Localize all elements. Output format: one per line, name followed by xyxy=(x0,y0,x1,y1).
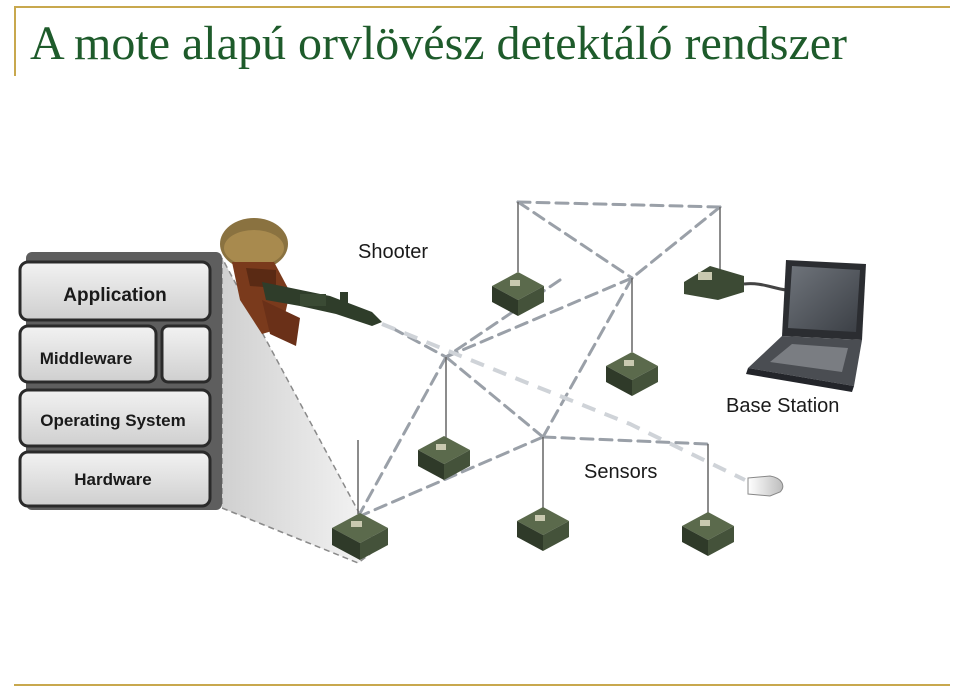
shooter-label: Shooter xyxy=(358,241,428,263)
layer-middleware-label: Middleware xyxy=(40,349,133,368)
laptop-icon xyxy=(746,260,866,392)
title-accent-rule xyxy=(14,6,16,76)
top-rule xyxy=(14,6,950,8)
layer-operating-system-label: Operating System xyxy=(40,411,186,430)
layer-middleware: Middleware xyxy=(18,324,212,384)
bullet-icon xyxy=(747,475,784,497)
base-station-mote xyxy=(684,266,787,300)
layer-application-label: Application xyxy=(63,285,166,306)
sensor-mote-4 xyxy=(517,507,569,551)
bullet-trajectory xyxy=(381,322,746,482)
sensors-label: Sensors xyxy=(584,461,657,483)
sensor-mote-5 xyxy=(682,512,734,556)
layer-application: Application xyxy=(18,260,212,322)
sensor-mote-1 xyxy=(492,272,544,316)
layer-hardware: Hardware xyxy=(18,450,212,508)
zoom-wedge xyxy=(221,257,379,564)
sensor-mote-3 xyxy=(418,436,470,480)
slide-title: A mote alapú orvlövész detektáló rendsze… xyxy=(30,17,848,70)
layer-stack: Application Middleware Operating System … xyxy=(18,252,222,510)
sensor-mote-2 xyxy=(606,352,658,396)
sensor-mote-zoomed xyxy=(332,513,388,560)
bottom-rule xyxy=(14,684,950,686)
base-station-label: Base Station xyxy=(726,395,839,417)
layer-operating-system: Operating System xyxy=(18,388,212,448)
shooter-icon xyxy=(220,218,382,346)
antennas xyxy=(357,202,721,514)
layer-hardware-label: Hardware xyxy=(74,470,151,489)
